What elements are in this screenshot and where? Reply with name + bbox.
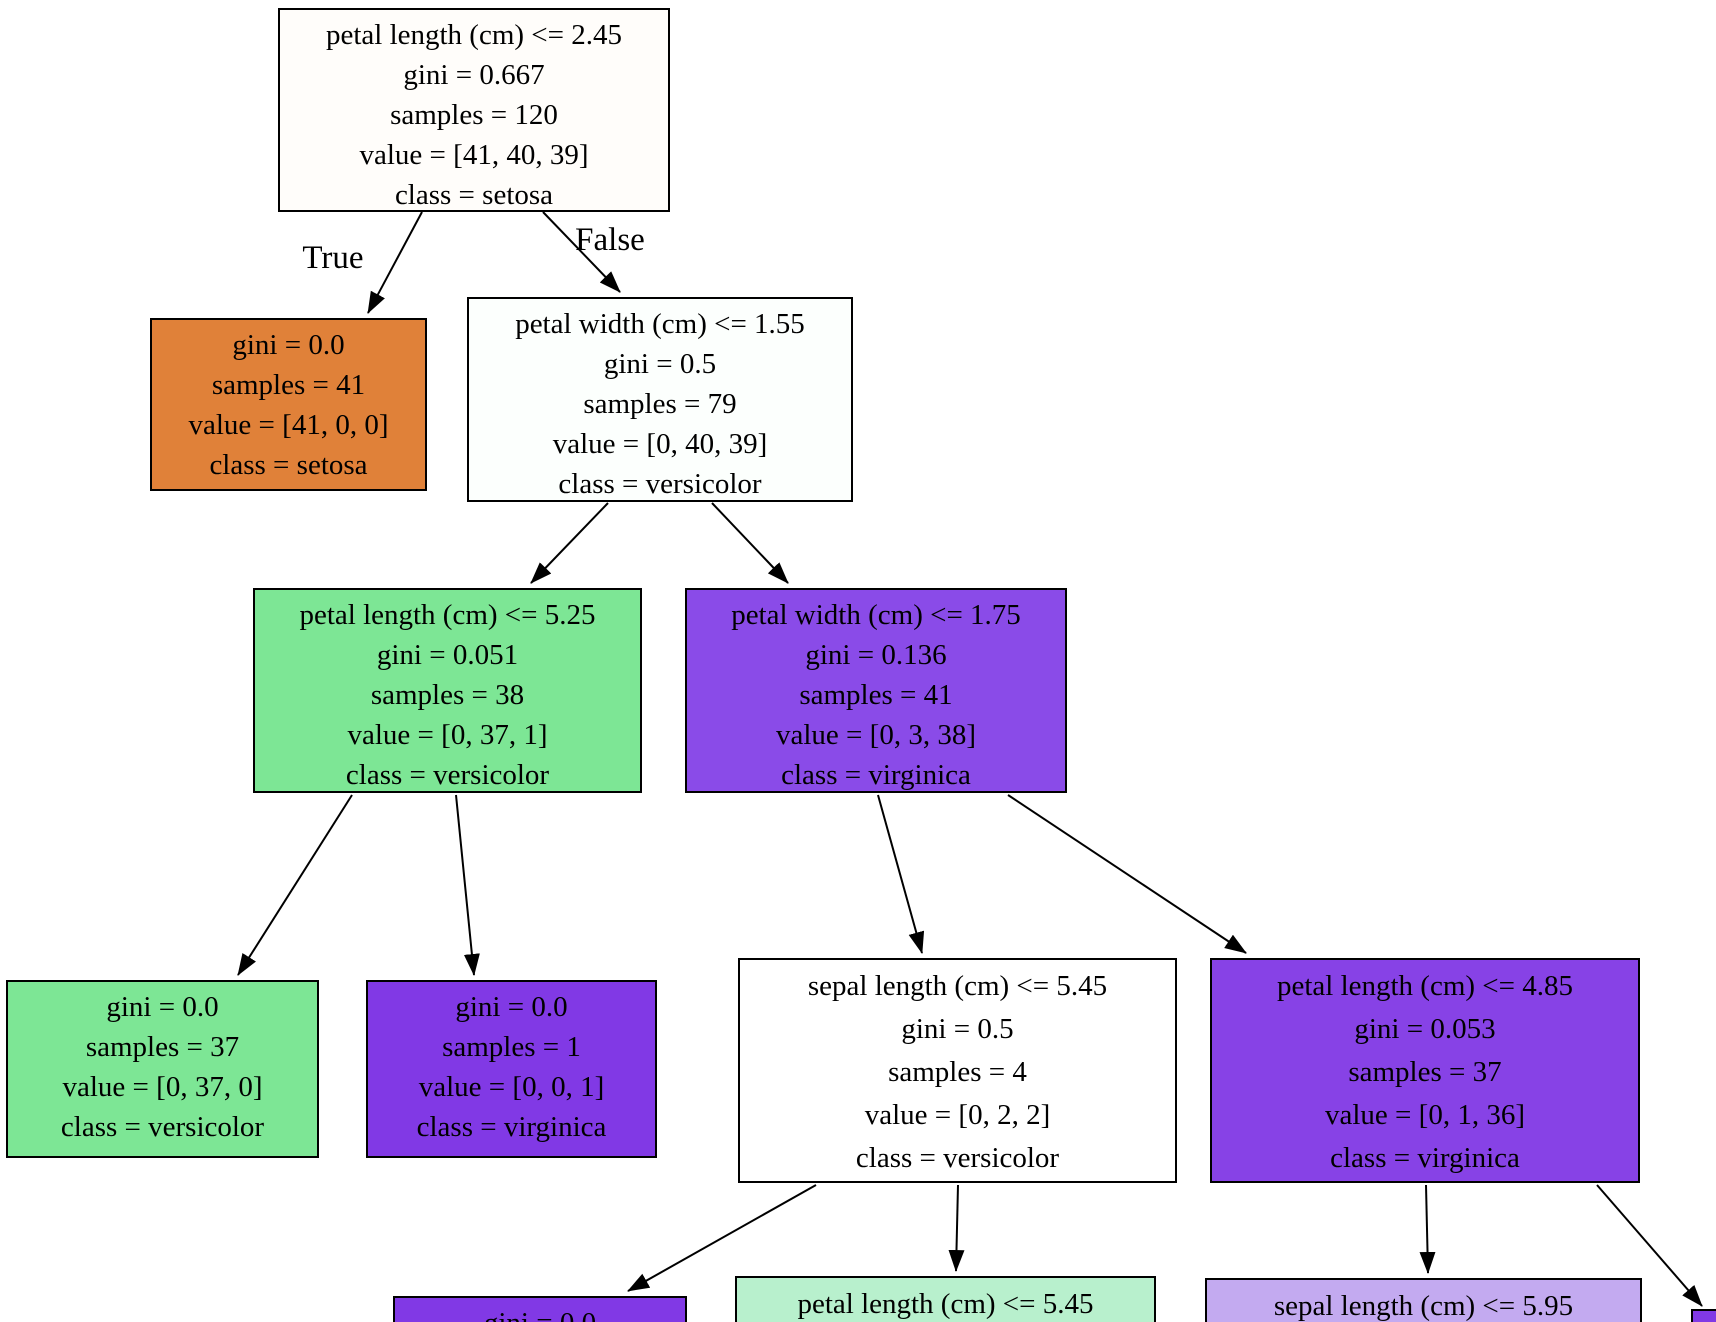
node-text-line: value = [0, 37, 1]	[347, 719, 548, 751]
tree-node-root: petal length (cm) <= 2.45 gini = 0.667 sam…	[278, 8, 670, 212]
node-text-line: samples = 38	[370, 679, 525, 711]
edge-sepal-length-545-to-petal-length-545	[948, 1184, 965, 1272]
node-text-line: samples = 79	[583, 388, 737, 420]
edge-petal-length-525-to-leaf-virginica-1	[455, 794, 480, 976]
node-text-line: gini = 0.053	[1354, 1013, 1496, 1045]
node-text-line: sepal length (cm) <= 5.45	[807, 970, 1108, 1002]
tree-edge-labels: True False	[302, 222, 644, 276]
node-text-line: petal length (cm) <= 5.25	[299, 599, 596, 631]
node-text-line: gini = 0.5	[901, 1013, 1014, 1045]
node-text-line: class = setosa	[394, 179, 554, 211]
node-text-line: gini = 0.136	[805, 639, 947, 671]
tree-node-petal-width-155: petal width (cm) <= 1.55 gini = 0.5 sample…	[467, 297, 853, 502]
edge-petal-width-175-to-sepal-length-545	[877, 794, 925, 954]
node-text-line: value = [41, 0, 0]	[188, 409, 389, 441]
tree-node-petal-length-545: petal length (cm) <= 5.45	[735, 1276, 1156, 1322]
node-text-line: class = virginica	[781, 759, 971, 791]
node-text-line: value = [0, 37, 0]	[62, 1071, 263, 1103]
edge-label-false: False	[575, 222, 645, 258]
node-text-line: samples = 4	[888, 1056, 1027, 1088]
node-text-line: value = [0, 40, 39]	[552, 428, 768, 460]
edge-petal-length-525-to-leaf-versicolor-37	[237, 794, 353, 976]
node-text-line: value = [41, 40, 39]	[359, 139, 589, 171]
edge-root-to-leaf-setosa	[367, 211, 423, 314]
node-text-line: gini = 0.0	[455, 991, 568, 1023]
node-text-line: value = [0, 0, 1]	[418, 1071, 605, 1103]
edge-root-to-petal-width-155	[542, 211, 621, 293]
node-text-line: petal length (cm) <= 4.85	[1276, 970, 1574, 1002]
tree-node-petal-width-175: petal width (cm) <= 1.75 gini = 0.136 samp…	[685, 588, 1067, 793]
node-text-line: samples = 41	[211, 369, 366, 401]
node-text-line: petal length (cm) <= 2.45	[325, 19, 623, 51]
node-text-line: gini = 0.5	[603, 348, 717, 380]
tree-node-leaf-clipped-corner	[1691, 1309, 1716, 1322]
node-text-line: class = versicolor	[558, 468, 762, 500]
node-text-line: gini = 0.667	[403, 59, 545, 91]
node-text-line: class = versicolor	[60, 1111, 265, 1143]
edge-petal-width-155-to-petal-length-525	[530, 502, 609, 584]
node-text-line: class = versicolor	[345, 759, 550, 791]
node-text-line: gini = 0.0	[232, 329, 345, 361]
node-text-line: samples = 1	[442, 1031, 581, 1063]
tree-node-petal-length-525: petal length (cm) <= 5.25 gini = 0.051 sam…	[253, 588, 642, 793]
node-text-line: gini = 0.051	[376, 639, 519, 671]
tree-node-sepal-length-545: sepal length (cm) <= 5.45 gini = 0.5 sampl…	[738, 958, 1177, 1183]
node-text-line: class = virginica	[416, 1111, 607, 1143]
edge-petal-width-175-to-petal-length-485	[1007, 794, 1247, 954]
tree-node-sepal-length-595: sepal length (cm) <= 5.95	[1205, 1278, 1642, 1322]
tree-node-leaf-clipped-left: gini = 0.0	[393, 1296, 687, 1322]
node-text-line: sepal length (cm) <= 5.95	[1273, 1290, 1574, 1322]
node-text-line: gini = 0.0	[395, 1303, 685, 1322]
node-text-line: petal width (cm) <= 1.75	[731, 599, 1021, 631]
node-text-line: class = virginica	[1330, 1142, 1520, 1174]
node-text-line: value = [0, 2, 2]	[864, 1099, 1051, 1131]
tree-node-petal-length-485: petal length (cm) <= 4.85 gini = 0.053 sam…	[1210, 958, 1640, 1183]
tree-node-leaf-setosa: gini = 0.0 samples = 41 value = [41, 0, 0]…	[150, 318, 427, 491]
node-text-line: samples = 120	[390, 99, 558, 131]
node-text-line: samples = 37	[85, 1031, 240, 1063]
node-text-line: class = setosa	[209, 449, 368, 481]
node-text-line: value = [0, 1, 36]	[1325, 1099, 1525, 1131]
node-text-line: petal length (cm) <= 5.45	[797, 1288, 1094, 1320]
tree-node-leaf-versicolor-37: gini = 0.0 samples = 37 value = [0, 37, 0]…	[6, 980, 319, 1158]
node-text-line: gini = 0.0	[106, 991, 219, 1023]
edge-petal-length-485-to-sepal-length-595	[1419, 1184, 1436, 1274]
node-text-line: samples = 37	[1348, 1056, 1502, 1088]
edge-petal-width-155-to-petal-width-175	[711, 502, 789, 584]
node-text-line: samples = 41	[799, 679, 953, 711]
node-text-line: value = [0, 3, 38]	[776, 719, 976, 751]
edge-label-true: True	[302, 240, 363, 276]
tree-node-leaf-virginica-1: gini = 0.0 samples = 1 value = [0, 0, 1] cl…	[366, 980, 657, 1158]
node-text-line: class = versicolor	[855, 1142, 1060, 1174]
node-text-line: petal width (cm) <= 1.55	[515, 308, 805, 340]
